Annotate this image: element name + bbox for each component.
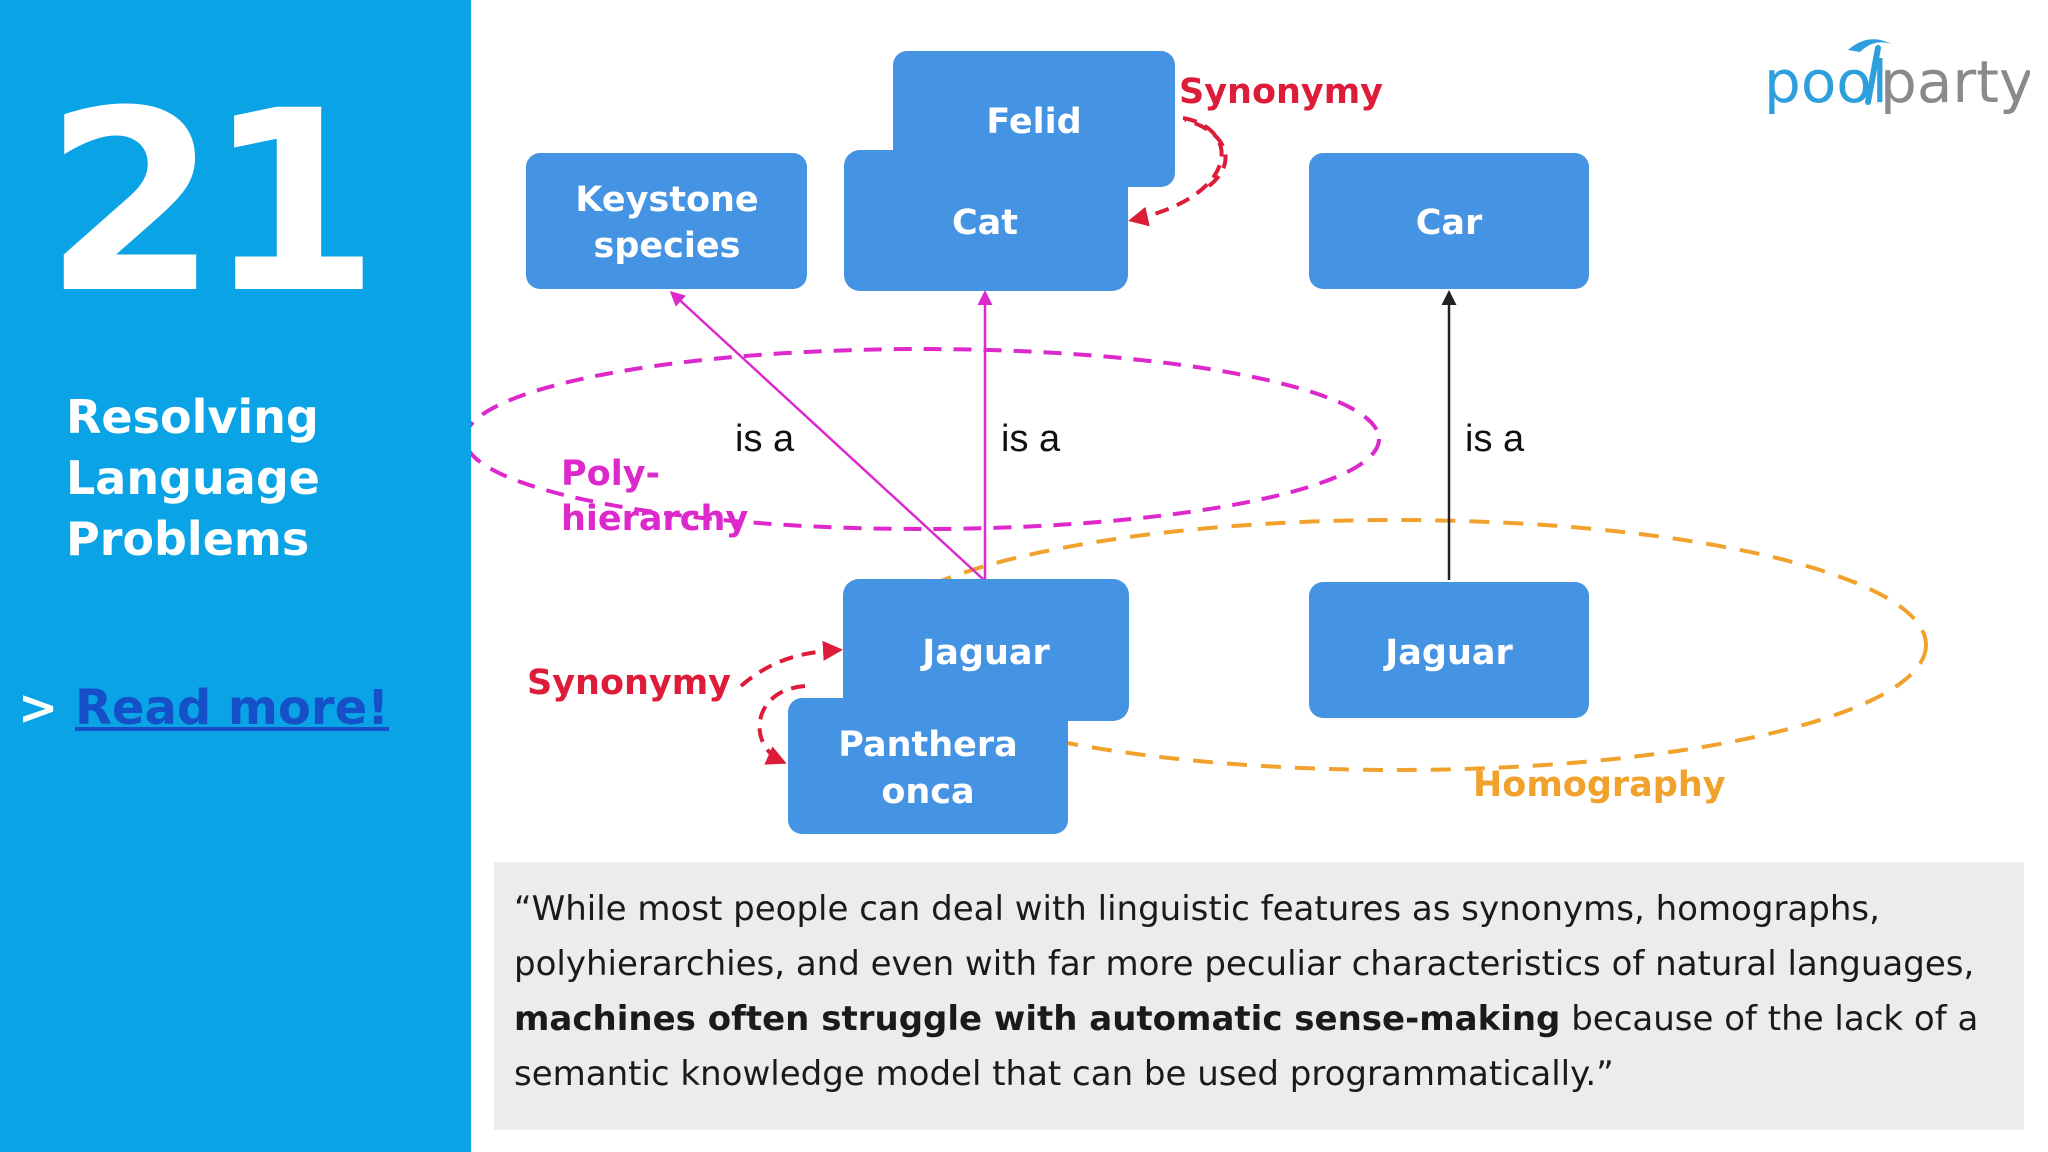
is-a-label-3: is a <box>1465 418 1525 460</box>
node-cat: Cat <box>844 150 1128 291</box>
quote-box: “While most people can deal with linguis… <box>494 862 2024 1130</box>
node-jaguar-car-label: Jaguar <box>1383 633 1513 673</box>
node-panthera-label-1: Panthera <box>838 725 1018 765</box>
node-keystone-species: Keystone species <box>526 153 807 289</box>
is-a-label-1: is a <box>735 418 795 460</box>
node-car-label: Car <box>1416 203 1483 243</box>
sidebar-title-line-1: Resolving <box>66 390 319 444</box>
synonymy-label-bottom: Synonymy <box>527 663 731 703</box>
poolparty-logo: pool party <box>1764 39 2030 116</box>
synonymy-arrow-cat-felid <box>1184 118 1228 188</box>
node-cat-label: Cat <box>952 203 1018 243</box>
node-jaguar-animal: Jaguar <box>843 579 1129 721</box>
logo-text-party: party <box>1880 48 2030 116</box>
node-felid-label: Felid <box>986 102 1081 142</box>
logo-umbrella-icon <box>1848 39 1892 52</box>
quote-text-part2: because of the lack of a semantic knowle… <box>514 999 1979 1094</box>
sidebar-title-line-2: Language <box>66 451 320 505</box>
node-panthera-label-2: onca <box>881 772 974 812</box>
is-a-label-2: is a <box>1001 418 1061 460</box>
quote-text: “While most people can deal with linguis… <box>514 882 2004 1102</box>
node-keystone-label-2: species <box>594 226 741 266</box>
polyhierarchy-ellipse <box>471 347 1381 531</box>
synonymy-label-top: Synonymy <box>1179 72 1383 112</box>
synonymy-arrow-panthera-jaguar <box>739 640 843 688</box>
node-jaguar-car: Jaguar <box>1309 582 1589 718</box>
quote-text-bold: machines often struggle with automatic s… <box>514 999 1561 1039</box>
read-more: > Read more! <box>18 680 389 736</box>
concept-diagram: Felid Keystone species Cat Car Panthera … <box>471 51 1928 834</box>
read-more-link[interactable]: Read more! <box>74 680 390 736</box>
quote-text-part1: “While most people can deal with linguis… <box>514 889 1975 984</box>
sidebar: 21 Resolving Language Problems > Read mo… <box>0 0 471 1152</box>
homography-label: Homography <box>1473 765 1726 805</box>
polyhierarchy-label-2: hierarchy <box>561 499 748 539</box>
polyhierarchy-label-1: Poly- <box>561 454 660 494</box>
node-jaguar-animal-label: Jaguar <box>920 633 1050 673</box>
edge-jaguar-keystone <box>669 290 985 581</box>
synonymy-arrow-jaguar-panthera <box>757 684 806 765</box>
logo-text-pool: pool <box>1764 48 1888 116</box>
synonymy-arrow-felid-cat <box>1128 116 1224 227</box>
read-more-prefix: > <box>18 680 59 736</box>
sidebar-title-line-3: Problems <box>66 512 310 566</box>
node-keystone-label-1: Keystone <box>575 180 758 220</box>
slide-number: 21 <box>44 57 380 348</box>
node-car: Car <box>1309 153 1589 289</box>
node-panthera-onca: Panthera onca <box>788 698 1068 834</box>
